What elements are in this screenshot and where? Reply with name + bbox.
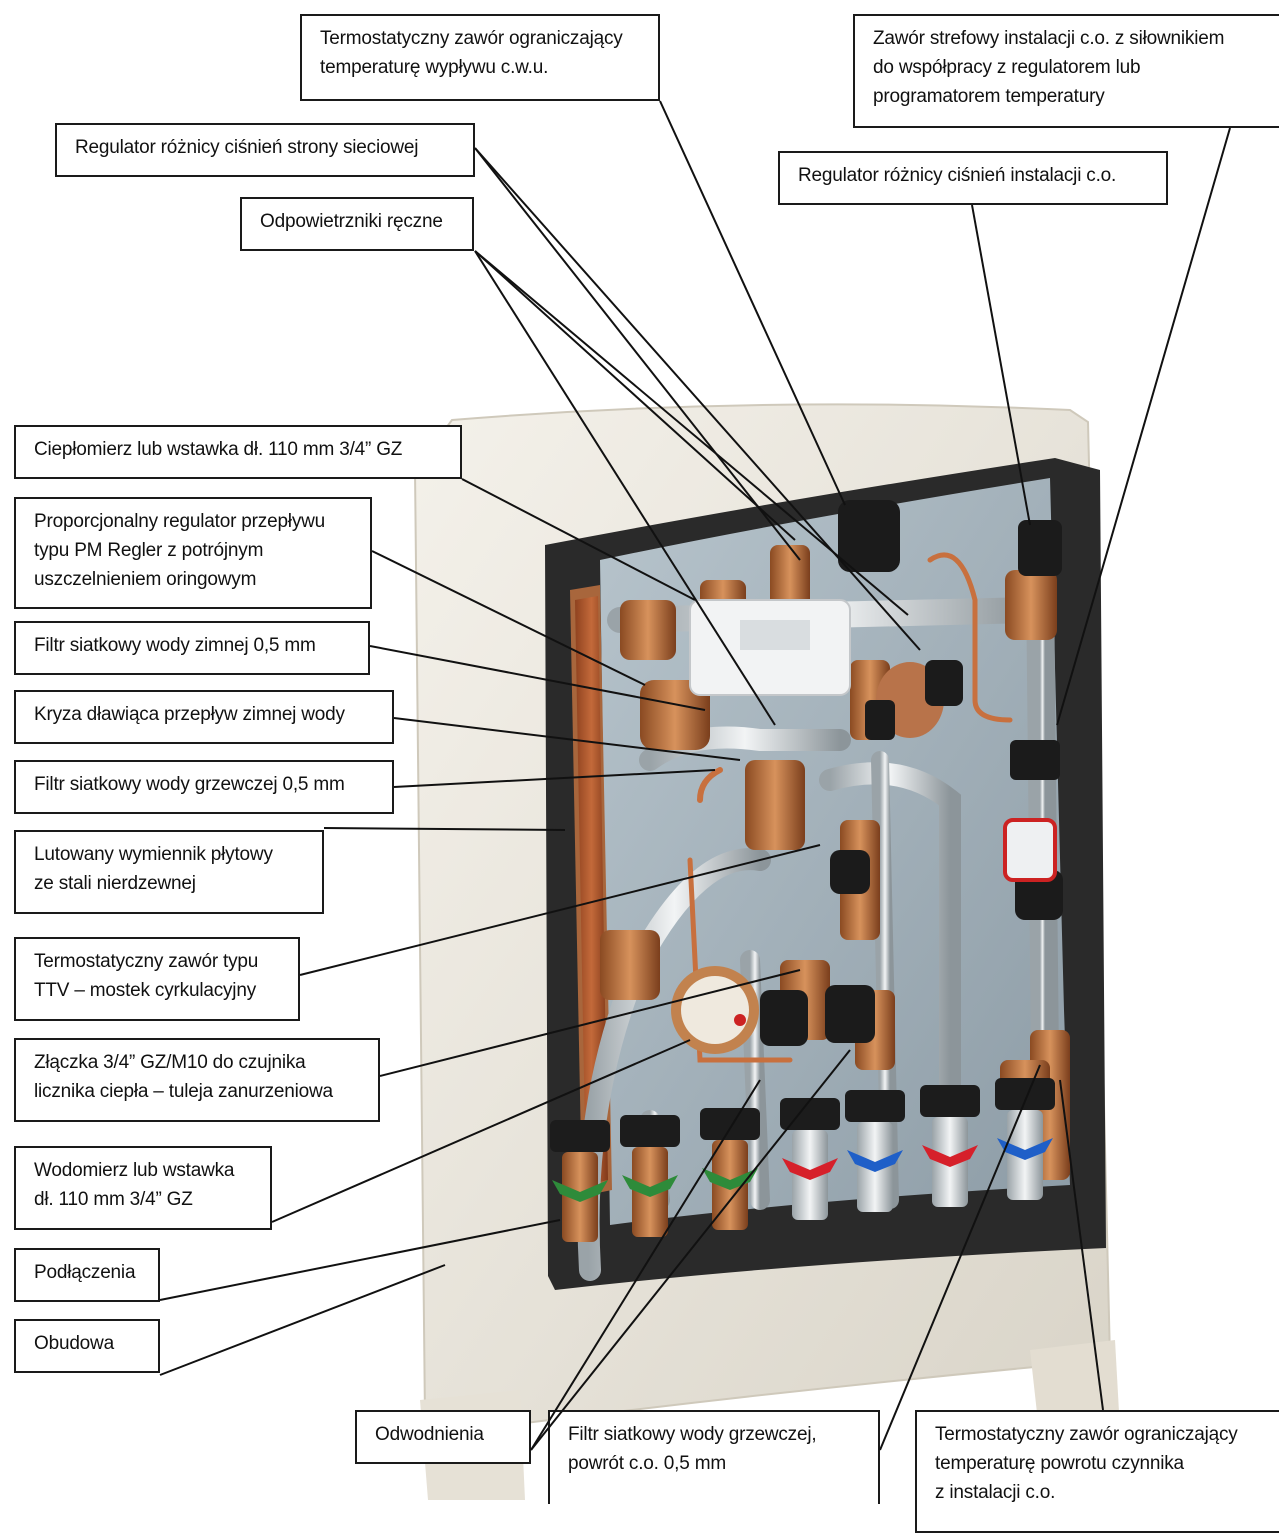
- housing-cabinet: [413, 403, 1120, 1500]
- label-line: Złączka 3/4” GZ/M10 do czujnika: [34, 1052, 306, 1073]
- label-sensor-fitting: Złączka 3/4” GZ/M10 do czujnika licznika…: [14, 1038, 380, 1122]
- label-line: Zawór strefowy instalacji c.o. z siłowni…: [873, 28, 1225, 49]
- label-line: Filtr siatkowy wody grzewczej 0,5 mm: [34, 774, 345, 795]
- label-line: powrót c.o. 0,5 mm: [568, 1453, 726, 1474]
- label-line: Proporcjonalny regulator przepływu: [34, 511, 326, 532]
- label-line: licznika ciepła – tuleja zanurzeniowa: [34, 1081, 333, 1102]
- label-line: temperaturę powrotu czynnika: [935, 1453, 1184, 1474]
- label-manual-air-vents: Odpowietrzniki ręczne: [240, 197, 474, 251]
- label-zone-valve: Zawór strefowy instalacji c.o. z siłowni…: [853, 14, 1279, 128]
- label-thermostatic-limit-return: Termostatyczny zawór ograniczający tempe…: [915, 1410, 1279, 1533]
- label-housing: Obudowa: [14, 1319, 160, 1373]
- label-line: Odpowietrzniki ręczne: [260, 211, 443, 232]
- label-dp-regulator-network: Regulator różnicy ciśnień strony sieciow…: [55, 123, 475, 177]
- label-line: Regulator różnicy ciśnień strony sieciow…: [75, 137, 419, 158]
- label-line: Lutowany wymiennik płytowy: [34, 844, 273, 865]
- label-line: Termostatyczny zawór ograniczający: [320, 28, 623, 49]
- label-line: Obudowa: [34, 1333, 114, 1354]
- label-line: Termostatyczny zawór ograniczający: [935, 1424, 1238, 1445]
- label-line: TTV – mostek cyrkulacyjny: [34, 980, 256, 1001]
- label-orifice-cold: Kryza dławiąca przepływ zimnej wody: [14, 690, 394, 744]
- label-drains: Odwodnienia: [355, 1410, 531, 1464]
- label-line: do współpracy z regulatorem lub: [873, 57, 1141, 78]
- label-pm-regler: Proporcjonalny regulator przepływu typu …: [14, 497, 372, 609]
- label-line: Ciepłomierz lub wstawka dł. 110 mm 3/4” …: [34, 439, 403, 460]
- water-meter: [671, 966, 759, 1054]
- label-line: Kryza dławiąca przepływ zimnej wody: [34, 704, 345, 725]
- label-line: ze stali nierdzewnej: [34, 873, 196, 894]
- label-thermostatic-limit-dhw: Termostatyczny zawór ograniczający tempe…: [300, 14, 660, 101]
- heat-meter: [689, 599, 851, 696]
- label-filter-return: Filtr siatkowy wody grzewczej, powrót c.…: [548, 1410, 880, 1504]
- label-line: Filtr siatkowy wody zimnej 0,5 mm: [34, 635, 316, 656]
- label-line: temperaturę wypływu c.w.u.: [320, 57, 549, 78]
- label-water-meter: Wodomierz lub wstawka dł. 110 mm 3/4” GZ: [14, 1146, 272, 1230]
- label-line: Regulator różnicy ciśnień instalacji c.o…: [798, 165, 1117, 186]
- label-heat-meter: Ciepłomierz lub wstawka dł. 110 mm 3/4” …: [14, 425, 462, 479]
- label-line: typu PM Regler z potrójnym: [34, 540, 264, 561]
- label-line: Termostatyczny zawór typu: [34, 951, 259, 972]
- label-line: uszczelnieniem oringowym: [34, 569, 257, 590]
- label-filter-cold: Filtr siatkowy wody zimnej 0,5 mm: [14, 621, 370, 675]
- label-dp-regulator-heating: Regulator różnicy ciśnień instalacji c.o…: [778, 151, 1168, 205]
- label-line: dł. 110 mm 3/4” GZ: [34, 1189, 193, 1210]
- label-line: Filtr siatkowy wody grzewczej,: [568, 1424, 817, 1445]
- label-plate-exchanger: Lutowany wymiennik płytowy ze stali nier…: [14, 830, 324, 914]
- label-ttv-valve: Termostatyczny zawór typu TTV – mostek c…: [14, 937, 300, 1021]
- label-line: programatorem temperatury: [873, 86, 1105, 107]
- label-line: z instalacji c.o.: [935, 1482, 1056, 1503]
- label-line: Odwodnienia: [375, 1424, 484, 1445]
- label-line: Wodomierz lub wstawka: [34, 1160, 235, 1181]
- label-line: Podłączenia: [34, 1262, 136, 1283]
- label-connections: Podłączenia: [14, 1248, 160, 1302]
- label-filter-heating: Filtr siatkowy wody grzewczej 0,5 mm: [14, 760, 394, 814]
